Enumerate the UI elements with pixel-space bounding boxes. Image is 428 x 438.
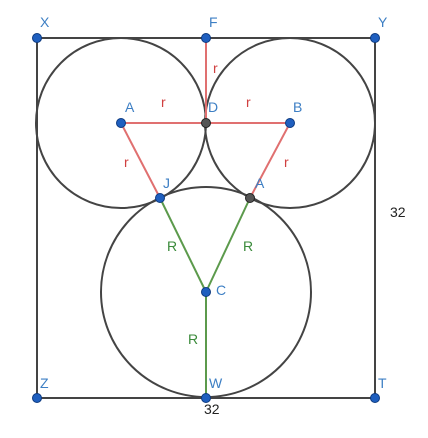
label-J: J (163, 175, 170, 191)
dimension-bottom-side: 32 (204, 401, 220, 417)
label-r-AD: r (161, 94, 166, 110)
label-R-CA: R (243, 238, 253, 254)
label-r-AJ: r (124, 154, 129, 170)
point-D (201, 118, 211, 128)
point-Z (32, 393, 42, 403)
point-B (285, 118, 295, 128)
label-F: F (209, 14, 218, 30)
label-W: W (209, 375, 223, 391)
label-T: T (378, 375, 387, 391)
label-R-CJ: R (167, 238, 177, 254)
point-X (32, 33, 42, 43)
label-Z: Z (40, 375, 49, 391)
dimension-right-side: 32 (390, 204, 406, 220)
label-D: D (208, 99, 218, 115)
segment-BA (249, 122, 291, 199)
label-B: B (293, 99, 302, 115)
point-F (201, 33, 211, 43)
label-A-left: A (125, 99, 135, 115)
segment-CJ (159, 197, 207, 293)
point-Y (370, 33, 380, 43)
point-A-right (245, 193, 255, 203)
label-r-BA: r (284, 154, 289, 170)
segment-AJ (120, 122, 161, 199)
point-J (155, 193, 165, 203)
label-C: C (216, 282, 226, 298)
label-Y: Y (378, 14, 388, 30)
point-W (201, 393, 211, 403)
point-A-left (116, 118, 126, 128)
label-A-right: A (255, 175, 265, 191)
point-T (370, 393, 380, 403)
segment-CA (205, 197, 251, 293)
point-C (201, 287, 211, 297)
label-R-CW: R (188, 331, 198, 347)
label-X: X (40, 14, 50, 30)
label-r-DB: r (246, 94, 251, 110)
label-r-DF: r (213, 60, 218, 76)
